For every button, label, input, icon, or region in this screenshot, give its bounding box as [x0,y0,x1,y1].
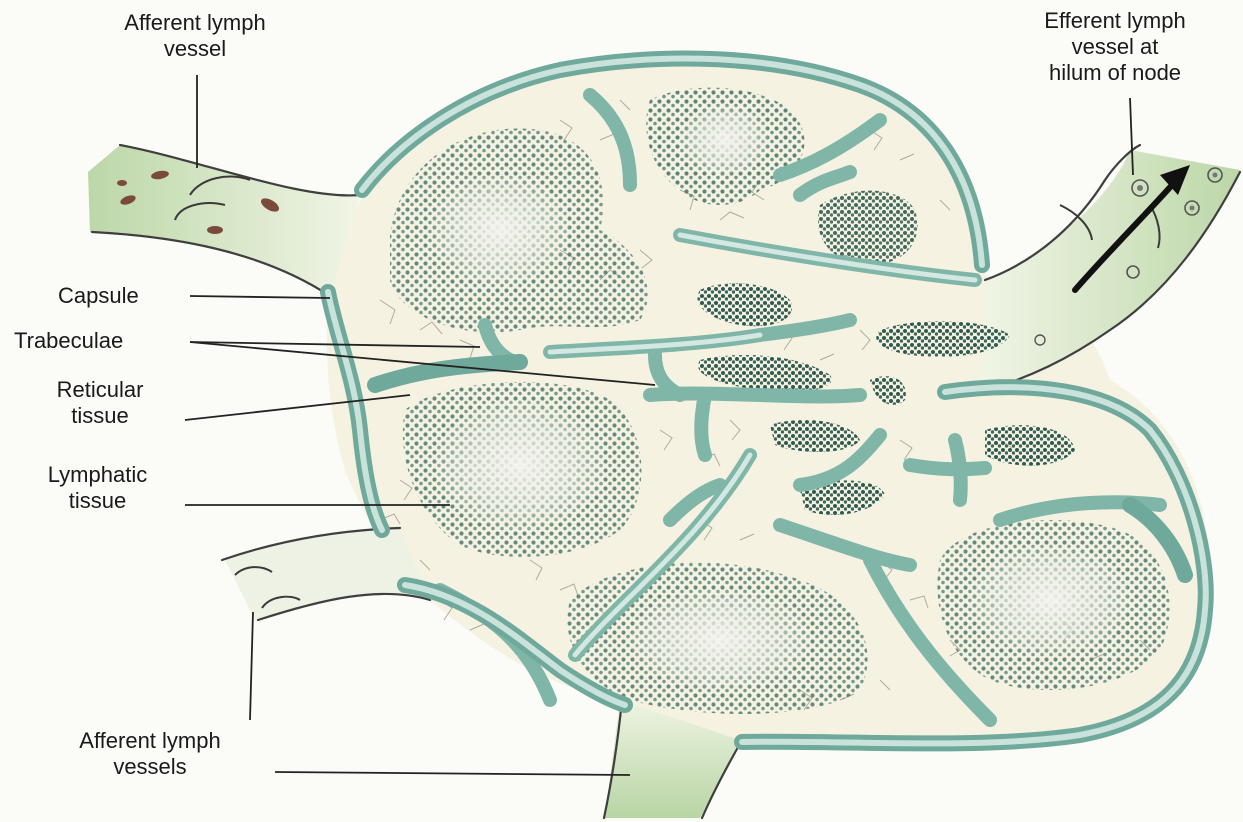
label-line: Lymphatic [15,462,180,488]
afferent-vessel-top [88,145,360,296]
label-line: Reticular [30,377,170,403]
label-lymphatic-tissue: Lymphatic tissue [15,462,180,514]
label-reticular-tissue: Reticular tissue [30,377,170,429]
label-afferent-lymph-vessel-top: Afferent lymph vessel [80,10,310,62]
label-trabeculae: Trabeculae [14,328,123,354]
afferent-vessel-bottom [222,528,430,620]
label-line: vessels [30,754,270,780]
efferent-vessel [980,145,1240,392]
label-afferent-lymph-vessels-bottom: Afferent lymph vessels [30,728,270,780]
label-line: vessel [80,36,310,62]
label-line: vessel at [1000,34,1230,60]
label-efferent-lymph-vessel: Efferent lymph vessel at hilum of node [1000,8,1230,86]
label-line: Afferent lymph [80,10,310,36]
label-line: Trabeculae [14,328,123,354]
label-line: Capsule [58,283,139,309]
label-capsule: Capsule [58,283,139,309]
label-line: hilum of node [1000,60,1230,86]
label-line: Efferent lymph [1000,8,1230,34]
label-line: Afferent lymph [30,728,270,754]
label-line: tissue [15,488,180,514]
label-line: tissue [30,403,170,429]
